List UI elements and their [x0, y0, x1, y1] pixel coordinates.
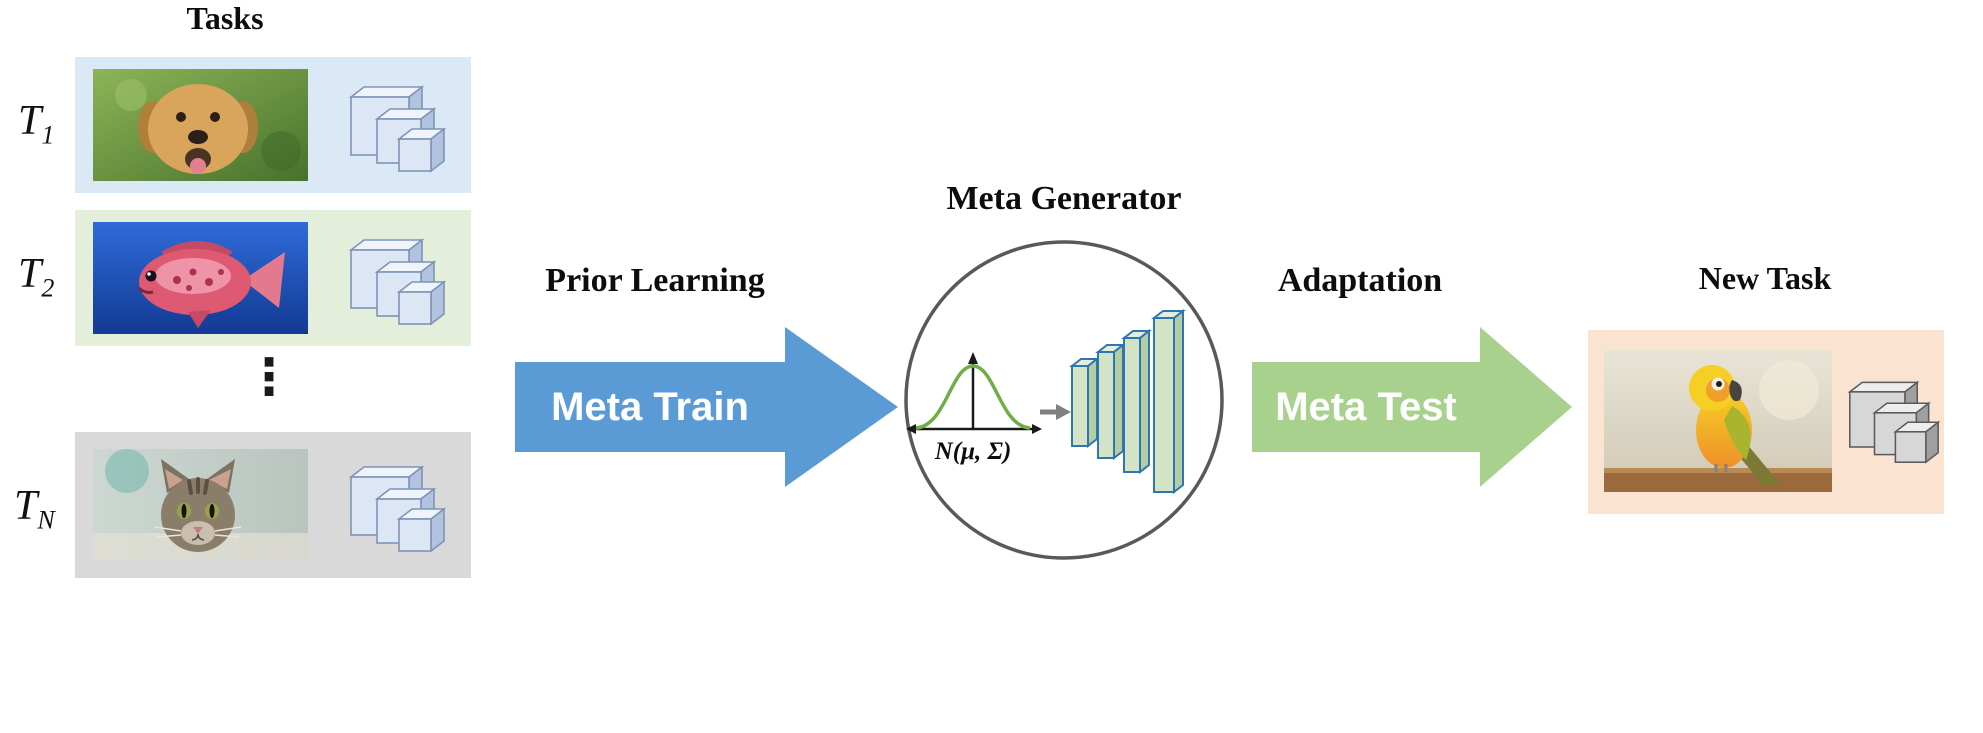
task-label-n-subscript: N: [37, 505, 55, 535]
meta-train-label: Meta Train: [551, 385, 749, 429]
taskN-network-icon: [351, 467, 444, 551]
meta-test-label: Meta Test: [1275, 385, 1457, 429]
task2-network-icon: [351, 240, 444, 324]
sample-arrow-head: [1056, 404, 1071, 420]
task-label-2-letter: T: [18, 251, 42, 297]
tasks-title: Tasks: [186, 0, 264, 36]
tasks-ellipsis: ⋮: [244, 348, 294, 406]
task-label-1-letter: T: [18, 98, 42, 144]
dog-photo: [93, 69, 308, 181]
task-label-1: T1: [18, 97, 54, 150]
new-task-panel: [1588, 330, 1944, 514]
task-row-n: [75, 432, 471, 578]
new-task-title: New Task: [1698, 260, 1832, 296]
gaussian-curve: [915, 364, 1031, 430]
adaptation-caption: Adaptation: [1277, 262, 1443, 299]
axis-right-arrowhead: [1032, 424, 1042, 434]
meta-train-arrow: [515, 327, 898, 487]
axis-left-arrowhead: [906, 424, 916, 434]
new-task-network-icon: [1849, 382, 1939, 463]
task-label-n-letter: T: [14, 483, 38, 529]
meta-test-arrow: [1252, 327, 1572, 487]
parrot-photo: [1604, 350, 1832, 492]
task-label-2: T2: [18, 250, 54, 303]
distribution-label: N(μ, Σ): [934, 438, 1012, 465]
meta-generator-circle: [904, 240, 1224, 560]
meta-generator-title: Meta Generator: [946, 180, 1182, 217]
task-label-2-subscript: 2: [41, 273, 55, 303]
task-row-2: [75, 210, 471, 346]
task-label-1-subscript: 1: [41, 120, 55, 150]
task1-network-icon: [351, 87, 444, 171]
task-row-1: [75, 57, 471, 193]
cat-photo: [93, 449, 308, 561]
mean-line-arrowhead: [968, 352, 978, 364]
generator-layers-icon: [1069, 308, 1186, 495]
prior-learning-caption: Prior Learning: [545, 262, 765, 299]
fish-photo: [93, 222, 308, 334]
task-label-n: TN: [14, 482, 55, 535]
